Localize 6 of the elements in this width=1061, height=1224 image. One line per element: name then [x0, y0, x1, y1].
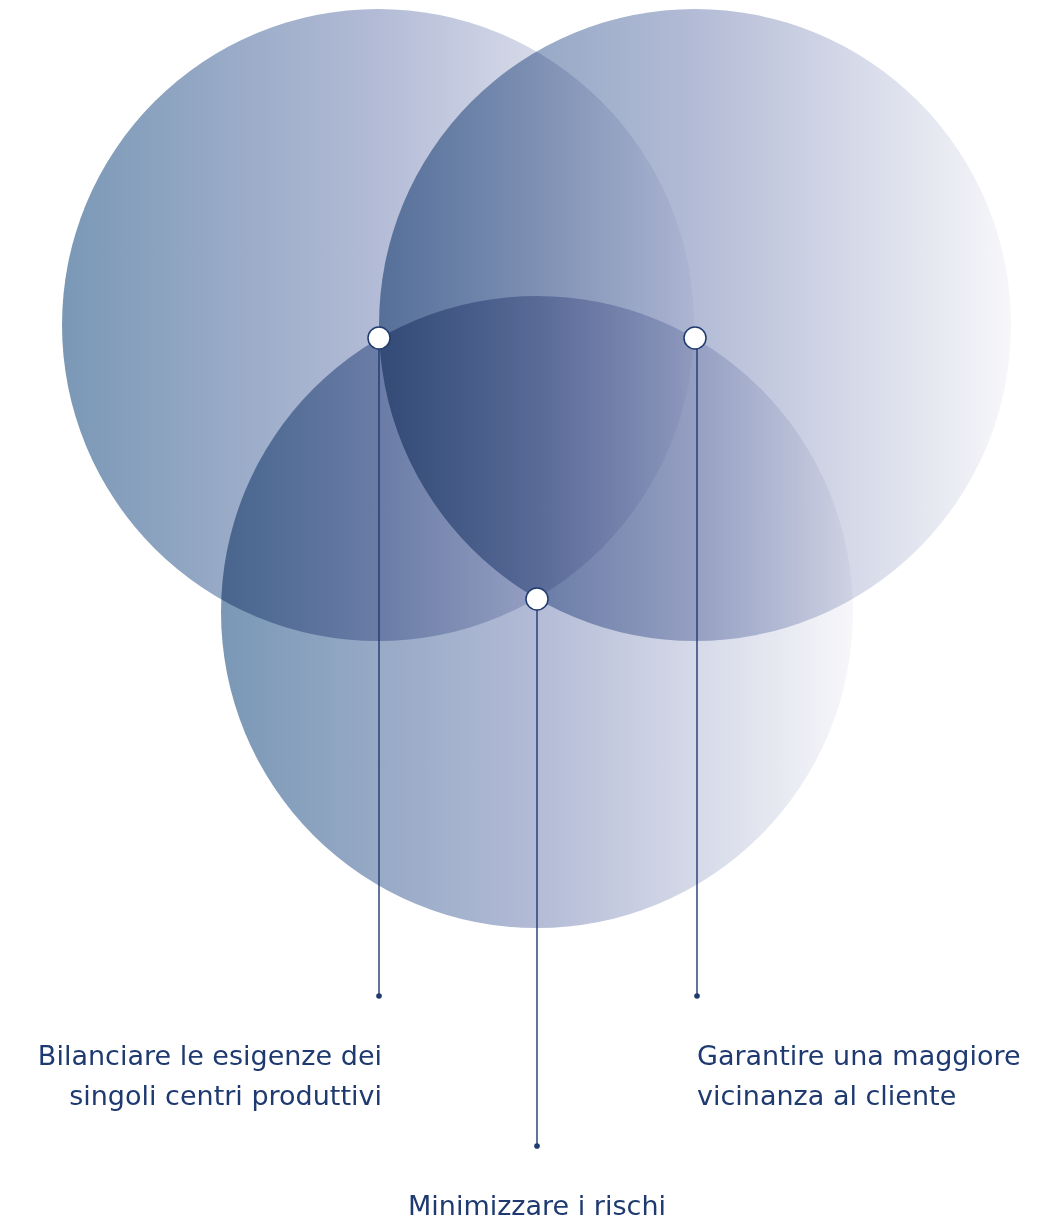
- leader-line: [534, 609, 540, 1149]
- callout-text: Bilanciare le esigenze dei singoli centri produttivi: [36, 1039, 382, 1113]
- callout-text: Minimizzare i rischi: [407, 1189, 667, 1223]
- callout-text: Garantire una maggiore vicinanza al cliente: [697, 1039, 1022, 1113]
- leader-line: [376, 348, 382, 999]
- leader-line: [694, 348, 700, 999]
